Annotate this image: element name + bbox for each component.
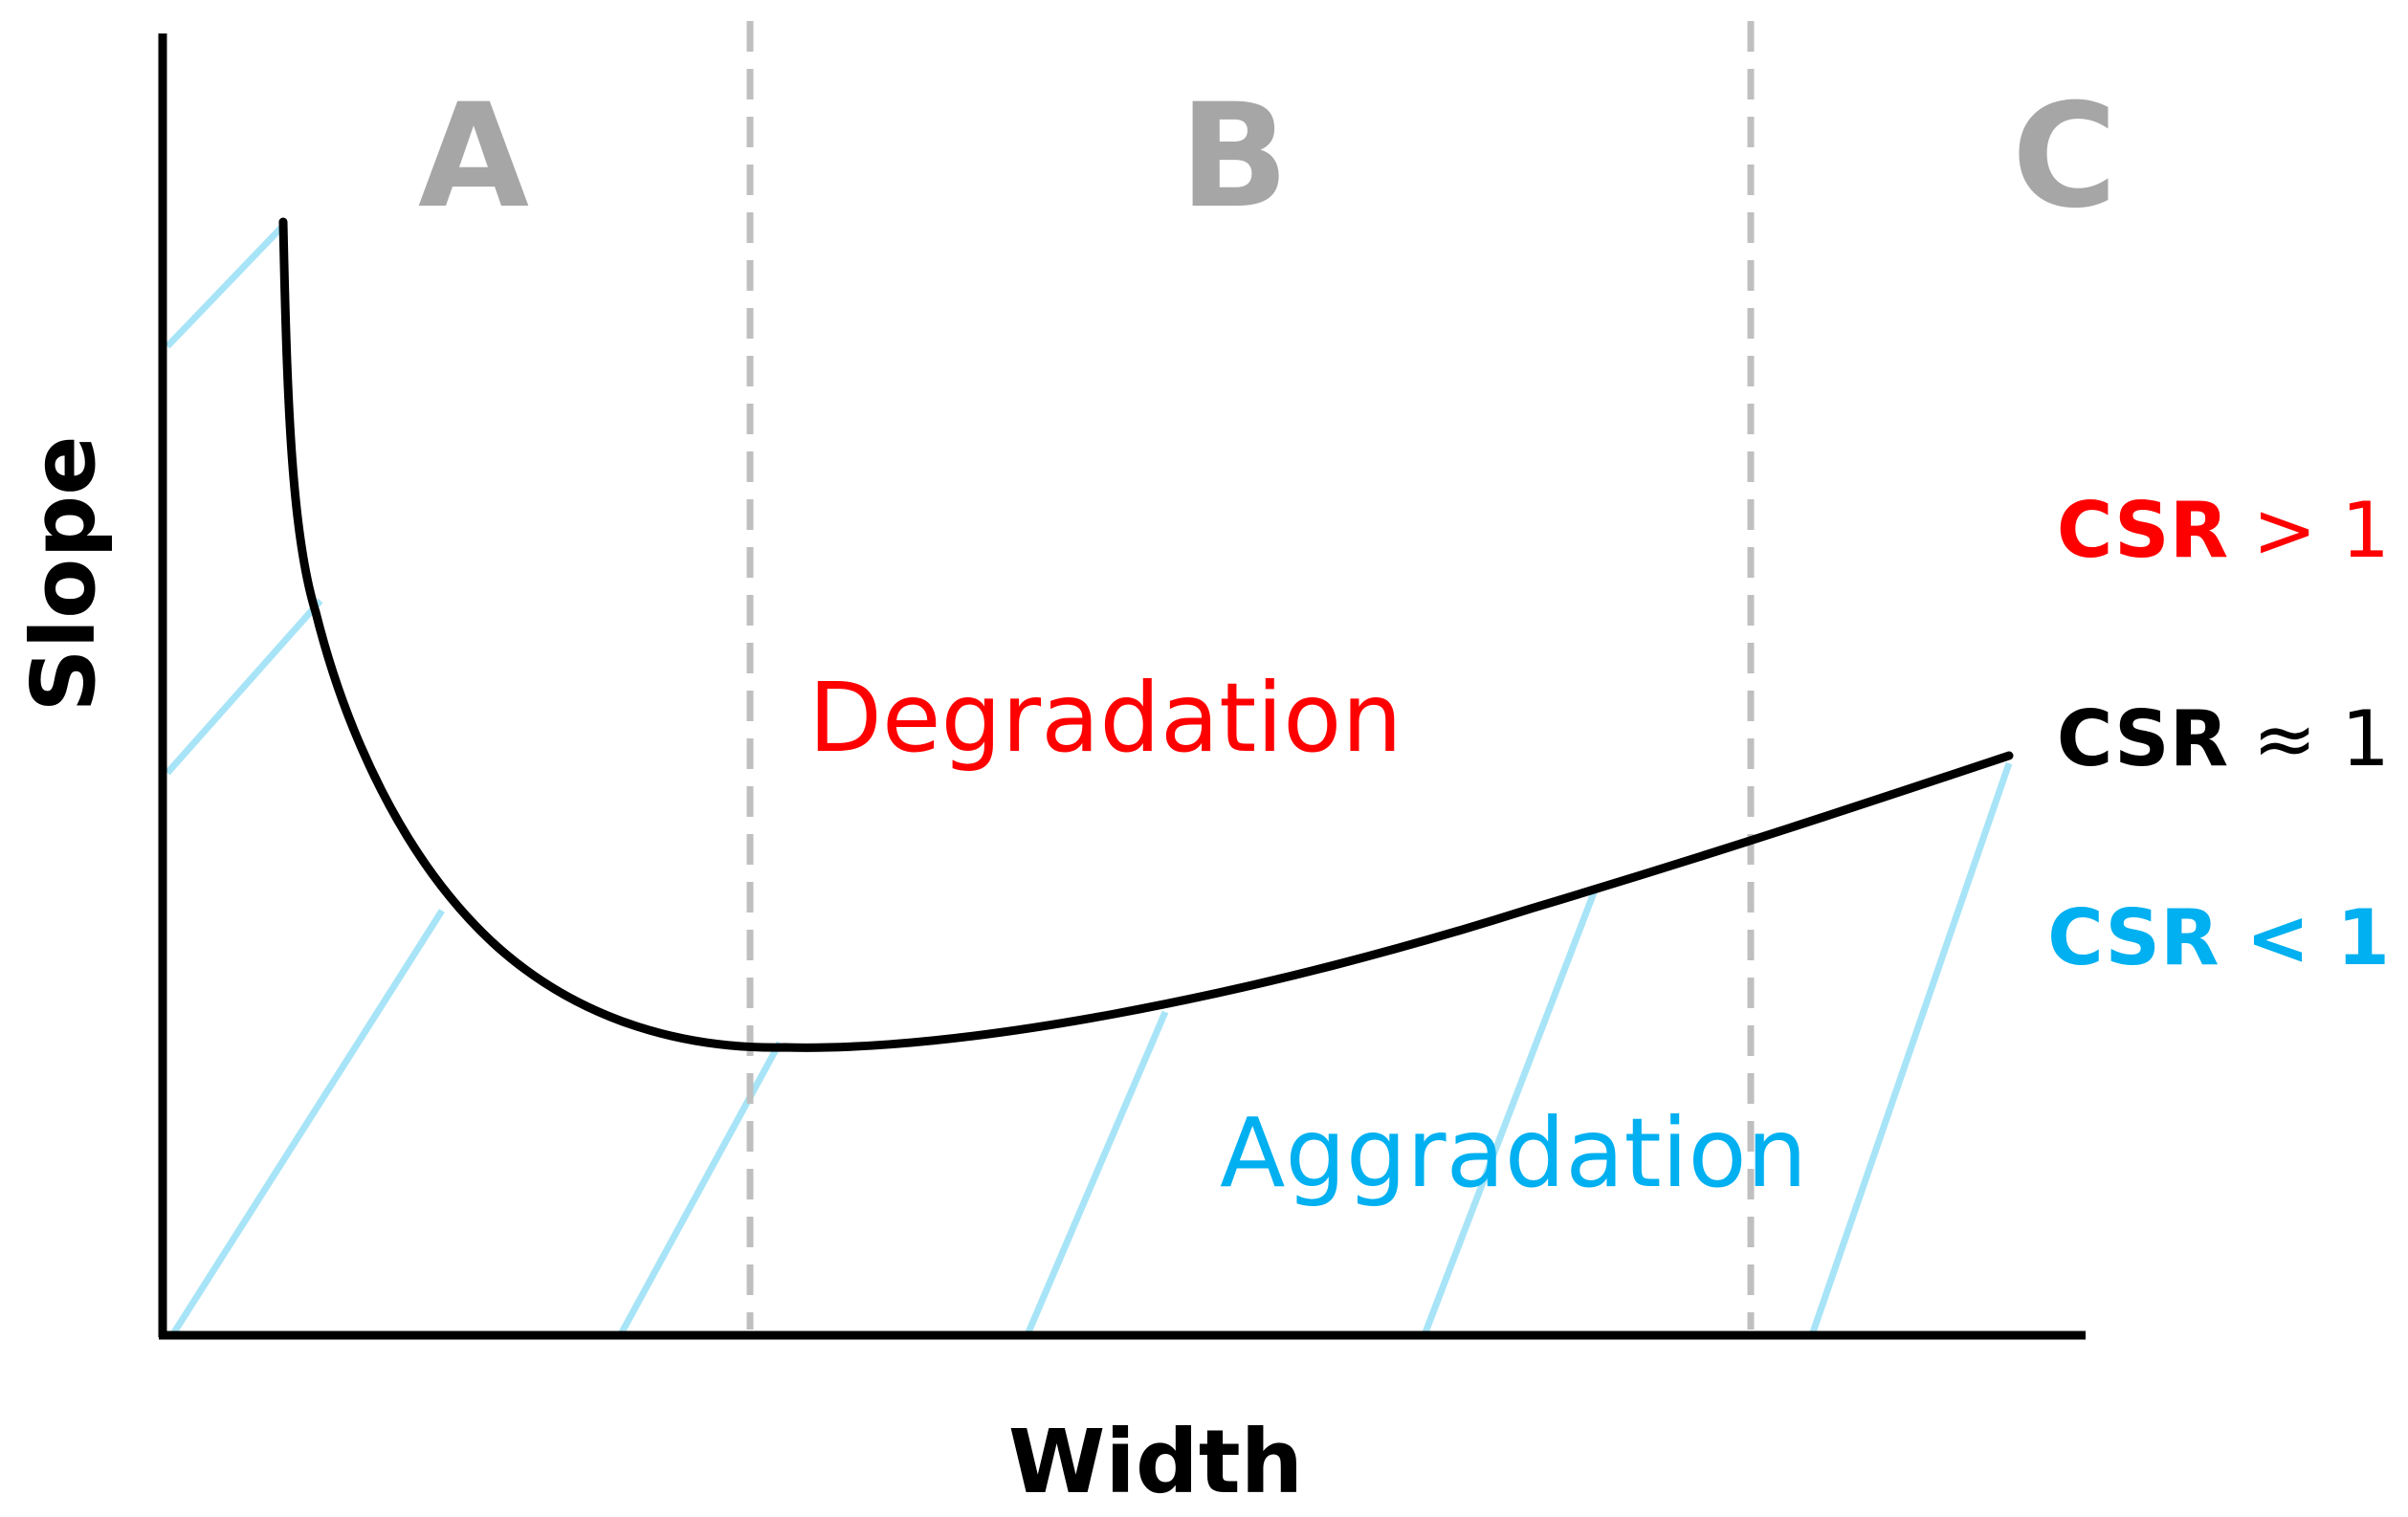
csr-greater-relation: > 1 [2253,486,2390,575]
zone-label-b: B [1180,74,1289,240]
hatch-line [165,224,285,349]
aggradation-hatching [165,224,2013,1334]
aggradation-label: Aggradation [1220,1097,1807,1209]
y-axis-label: Slope [12,435,115,712]
csr-equal-label: CSR ≈ 1 [2057,694,2390,783]
csr-less-label: CSR < 1 [2047,893,2390,982]
axes [158,33,2086,1340]
csr-equal-relation: ≈ 1 [2253,694,2390,783]
hatch-line [1025,1010,1169,1334]
x-axis-label: Width [1008,1411,1303,1513]
csr-greater-prefix: CSR [2057,486,2228,575]
zone-label-c: C [2012,74,2117,240]
hatch-line [618,1041,784,1334]
csr-equal-prefix: CSR [2057,694,2228,783]
zone-label-a: A [418,74,529,240]
csr-less-relation: < 1 [2245,893,2390,982]
hatch-line [1422,886,1600,1334]
hatch-line [1809,761,2013,1334]
csr-greater-label: CSR > 1 [2057,486,2390,575]
csr-less-prefix: CSR [2047,893,2219,982]
degradation-label: Degradation [808,662,1403,774]
zone-dividers [746,21,1755,1330]
slope-curve [278,217,2014,1052]
hatch-line [165,598,323,776]
hatch-line [171,909,445,1334]
